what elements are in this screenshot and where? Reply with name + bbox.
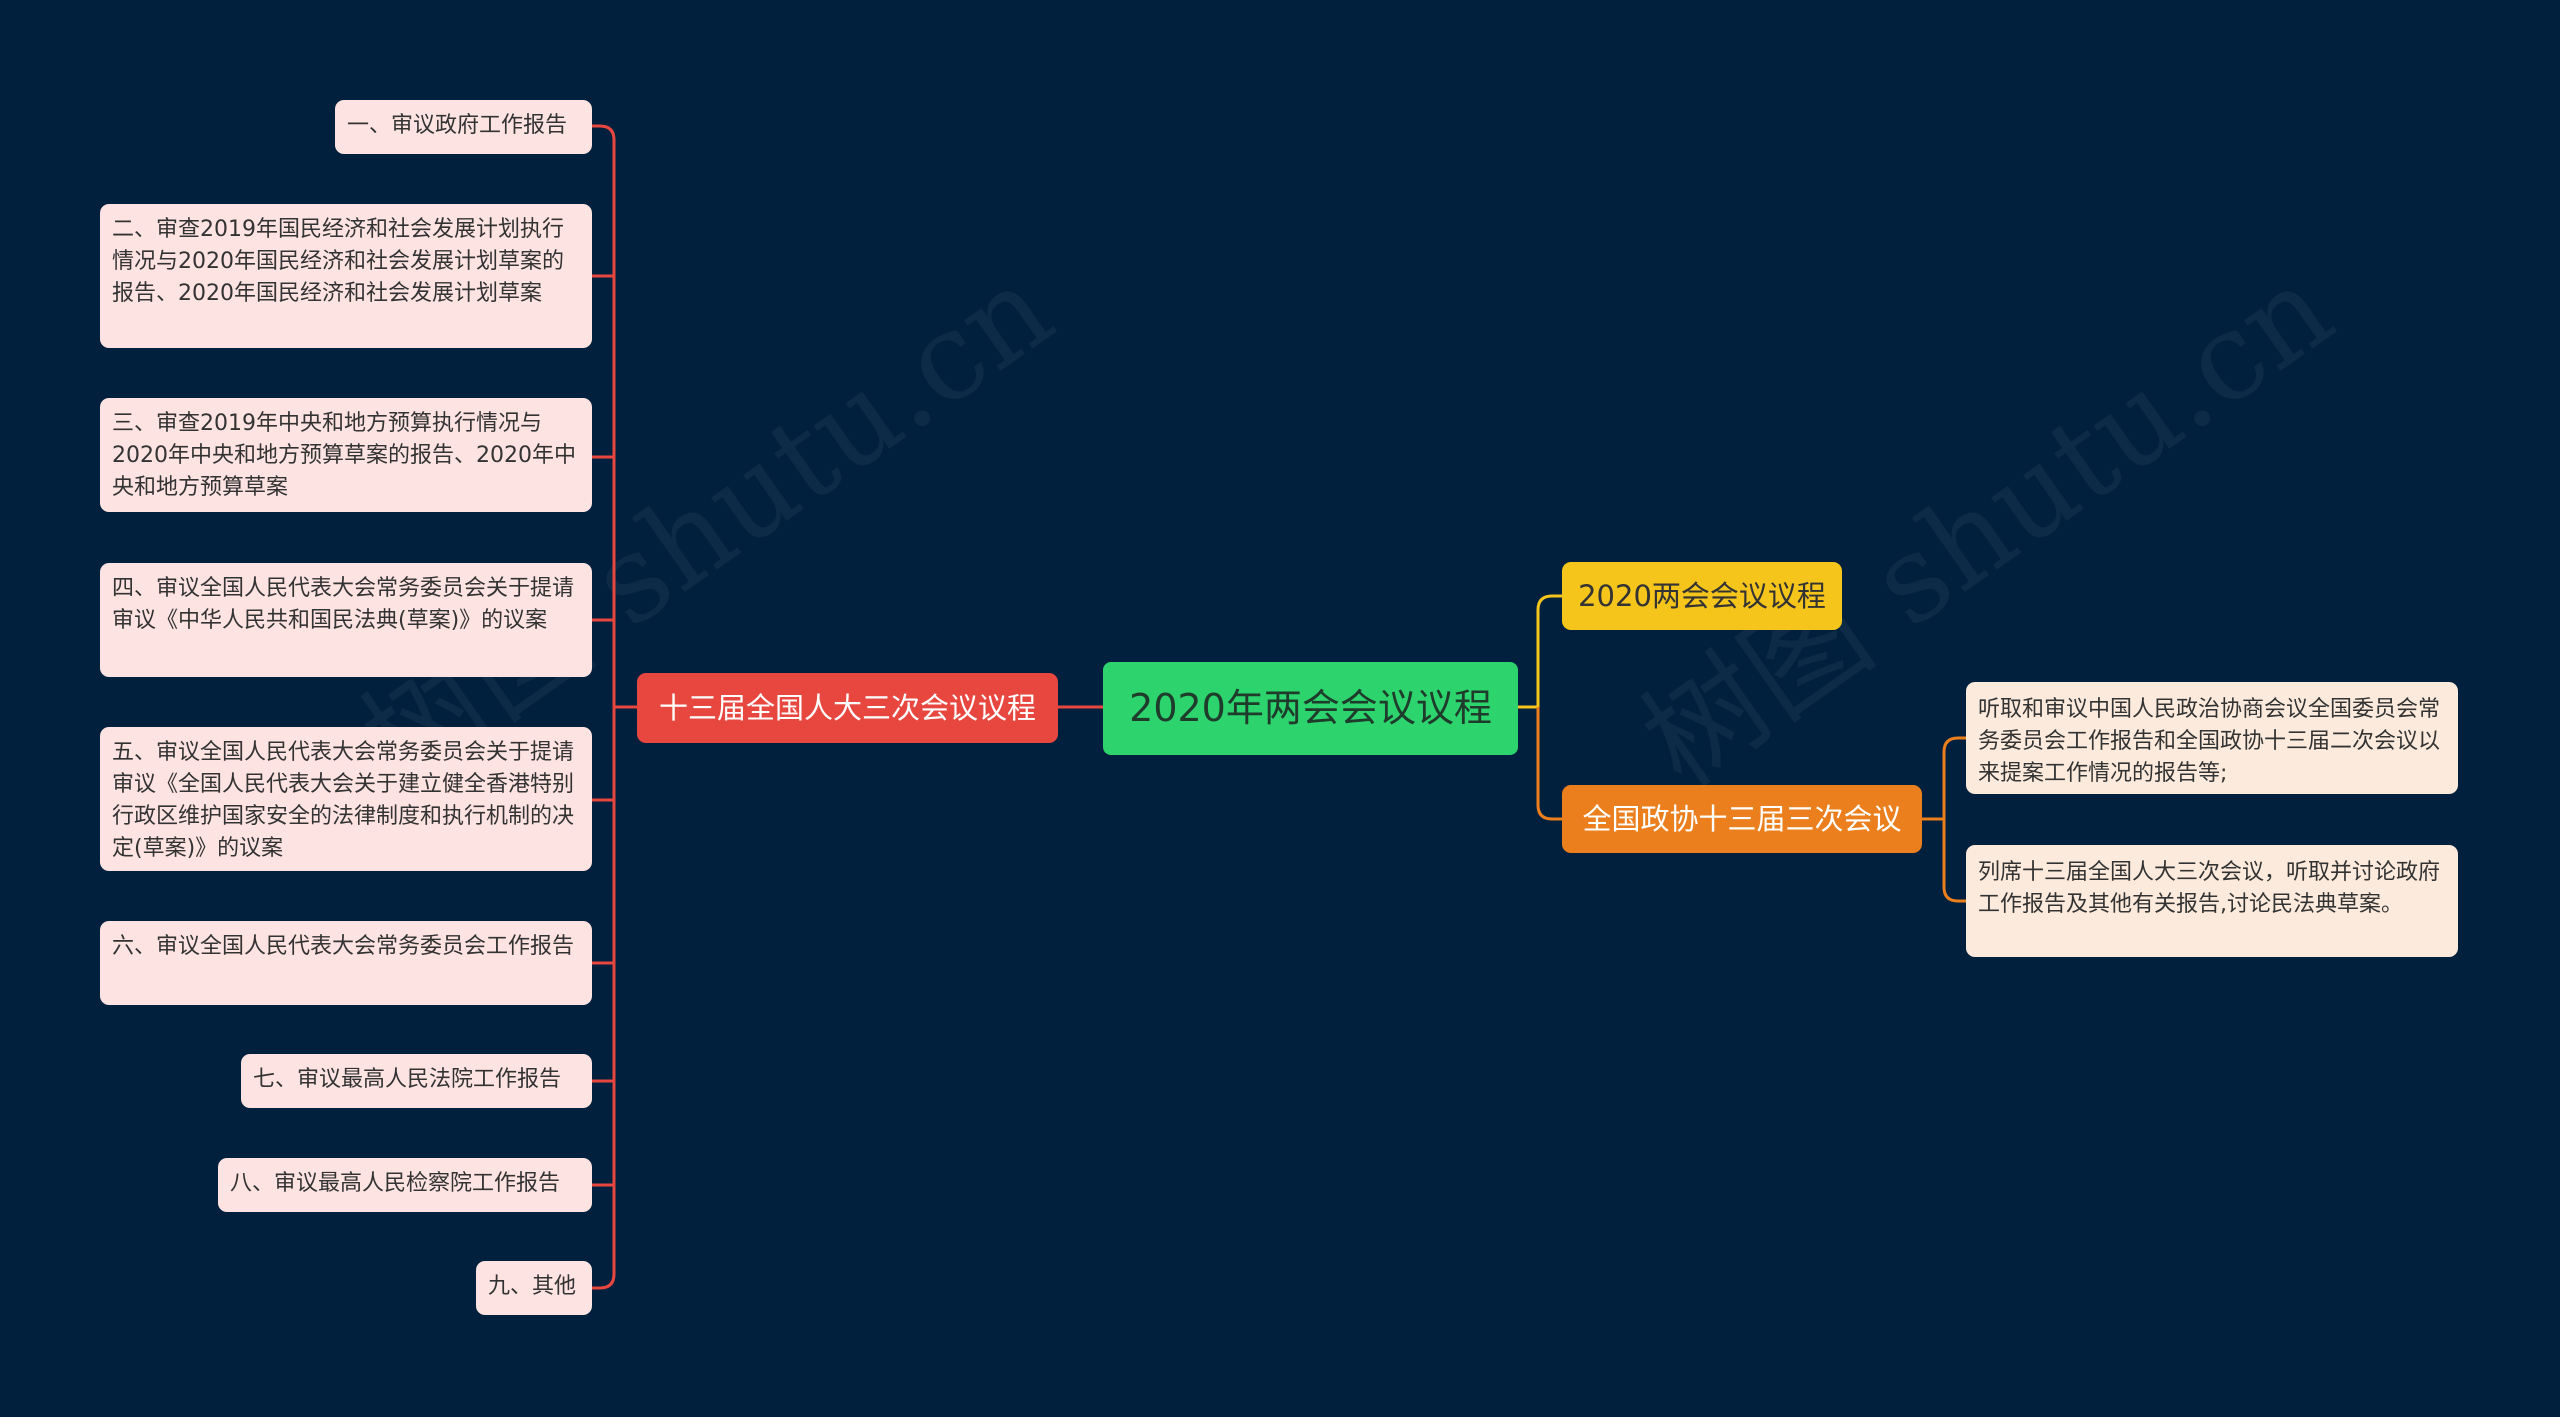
- agenda-item-9[interactable]: 九、其他: [476, 1261, 592, 1315]
- agenda-item-6[interactable]: 六、审议全国人民代表大会常务委员会工作报告: [100, 921, 592, 1005]
- connector-left-tree: [592, 124, 616, 1290]
- agenda-item-4[interactable]: 四、审议全国人民代表大会常务委员会关于提请审议《中华人民共和国民法典(草案)》的…: [100, 563, 592, 677]
- connector-right-orange: [1536, 707, 1562, 821]
- cppcc-item-2[interactable]: 列席十三届全国人大三次会议，听取并讨论政府工作报告及其他有关报告,讨论民法典草案…: [1966, 845, 2458, 957]
- agenda-item-2[interactable]: 二、审查2019年国民经济和社会发展计划执行情况与2020年国民经济和社会发展计…: [100, 204, 592, 348]
- branch-2020-agenda[interactable]: 2020两会会议议程: [1562, 562, 1842, 630]
- branch-npc-agenda[interactable]: 十三届全国人大三次会议议程: [637, 673, 1058, 743]
- agenda-item-1[interactable]: 一、审议政府工作报告: [335, 100, 592, 154]
- cppcc-item-1[interactable]: 听取和审议中国人民政治协商会议全国委员会常务委员会工作报告和全国政协十三届二次会…: [1966, 682, 2458, 794]
- connector-right-yellow: [1536, 594, 1562, 707]
- connector-orange-tree: [1942, 736, 1966, 903]
- branch-cppcc-session[interactable]: 全国政协十三届三次会议: [1562, 785, 1922, 853]
- agenda-item-7[interactable]: 七、审议最高人民法院工作报告: [241, 1054, 592, 1108]
- agenda-item-8[interactable]: 八、审议最高人民检察院工作报告: [218, 1158, 592, 1212]
- agenda-item-3[interactable]: 三、审查2019年中央和地方预算执行情况与2020年中央和地方预算草案的报告、2…: [100, 398, 592, 512]
- agenda-item-5[interactable]: 五、审议全国人民代表大会常务委员会关于提请审议《全国人民代表大会关于建立健全香港…: [100, 727, 592, 871]
- central-topic[interactable]: 2020年两会会议议程: [1103, 662, 1518, 755]
